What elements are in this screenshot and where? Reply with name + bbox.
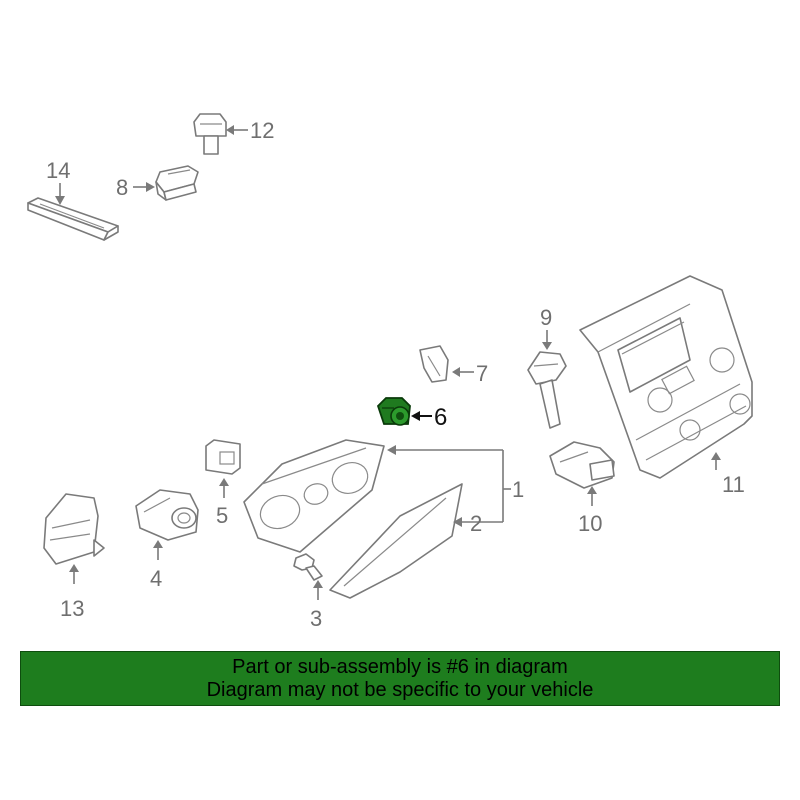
callout-6: 6 xyxy=(434,404,447,431)
callout-7: 7 xyxy=(476,361,488,386)
callout-3: 3 xyxy=(310,606,322,631)
part-3-screw xyxy=(293,553,323,581)
callout-14-arrow xyxy=(55,183,65,205)
callout-1: 1 xyxy=(512,477,524,502)
part-10-switch-housing xyxy=(549,441,615,489)
part-6-switch-highlighted xyxy=(376,397,411,426)
part-5-switch xyxy=(205,439,241,475)
callout-1-bracket xyxy=(387,445,511,522)
callout-10: 10 xyxy=(578,511,602,536)
callout-9: 9 xyxy=(540,305,552,330)
banner-line-2: Diagram may not be specific to your vehi… xyxy=(206,678,594,701)
callout-8-arrow xyxy=(133,182,155,192)
part-4-switch-module xyxy=(135,489,199,541)
callout-7-arrow xyxy=(452,367,474,377)
callout-5-arrow xyxy=(219,478,229,498)
part-1-instrument-cluster xyxy=(243,439,385,553)
part-12-connector xyxy=(193,113,227,155)
callout-2-arrow xyxy=(453,517,503,527)
banner-line-1: Part or sub-assembly is #6 in diagram xyxy=(232,655,568,678)
callout-11-arrow xyxy=(711,452,721,470)
callout-4-arrow xyxy=(153,540,163,560)
callout-10-arrow xyxy=(587,486,597,506)
callout-9-arrow xyxy=(542,330,552,350)
part-14-trim-strip xyxy=(27,197,119,241)
callout-6-arrow xyxy=(411,411,432,421)
part-7-bracket xyxy=(419,345,449,383)
callout-8: 8 xyxy=(116,175,128,200)
part-2-bezel xyxy=(329,483,463,599)
callout-3-arrow xyxy=(313,580,323,600)
callout-4: 4 xyxy=(150,566,162,591)
callout-13-arrow xyxy=(69,564,79,584)
part-9-lever xyxy=(527,351,567,429)
callout-12: 12 xyxy=(250,118,274,143)
callout-14: 14 xyxy=(46,158,70,183)
callout-5: 5 xyxy=(216,503,228,528)
callout-2: 2 xyxy=(470,511,482,536)
callout-13: 13 xyxy=(60,596,84,621)
callout-12-arrow xyxy=(226,125,248,135)
part-8-switch xyxy=(155,165,199,201)
part-13-switch-assembly xyxy=(43,493,105,565)
callout-11: 11 xyxy=(722,472,745,497)
info-banner: Part or sub-assembly is #6 in diagram Di… xyxy=(20,651,780,706)
part-11-center-stack xyxy=(579,275,753,479)
